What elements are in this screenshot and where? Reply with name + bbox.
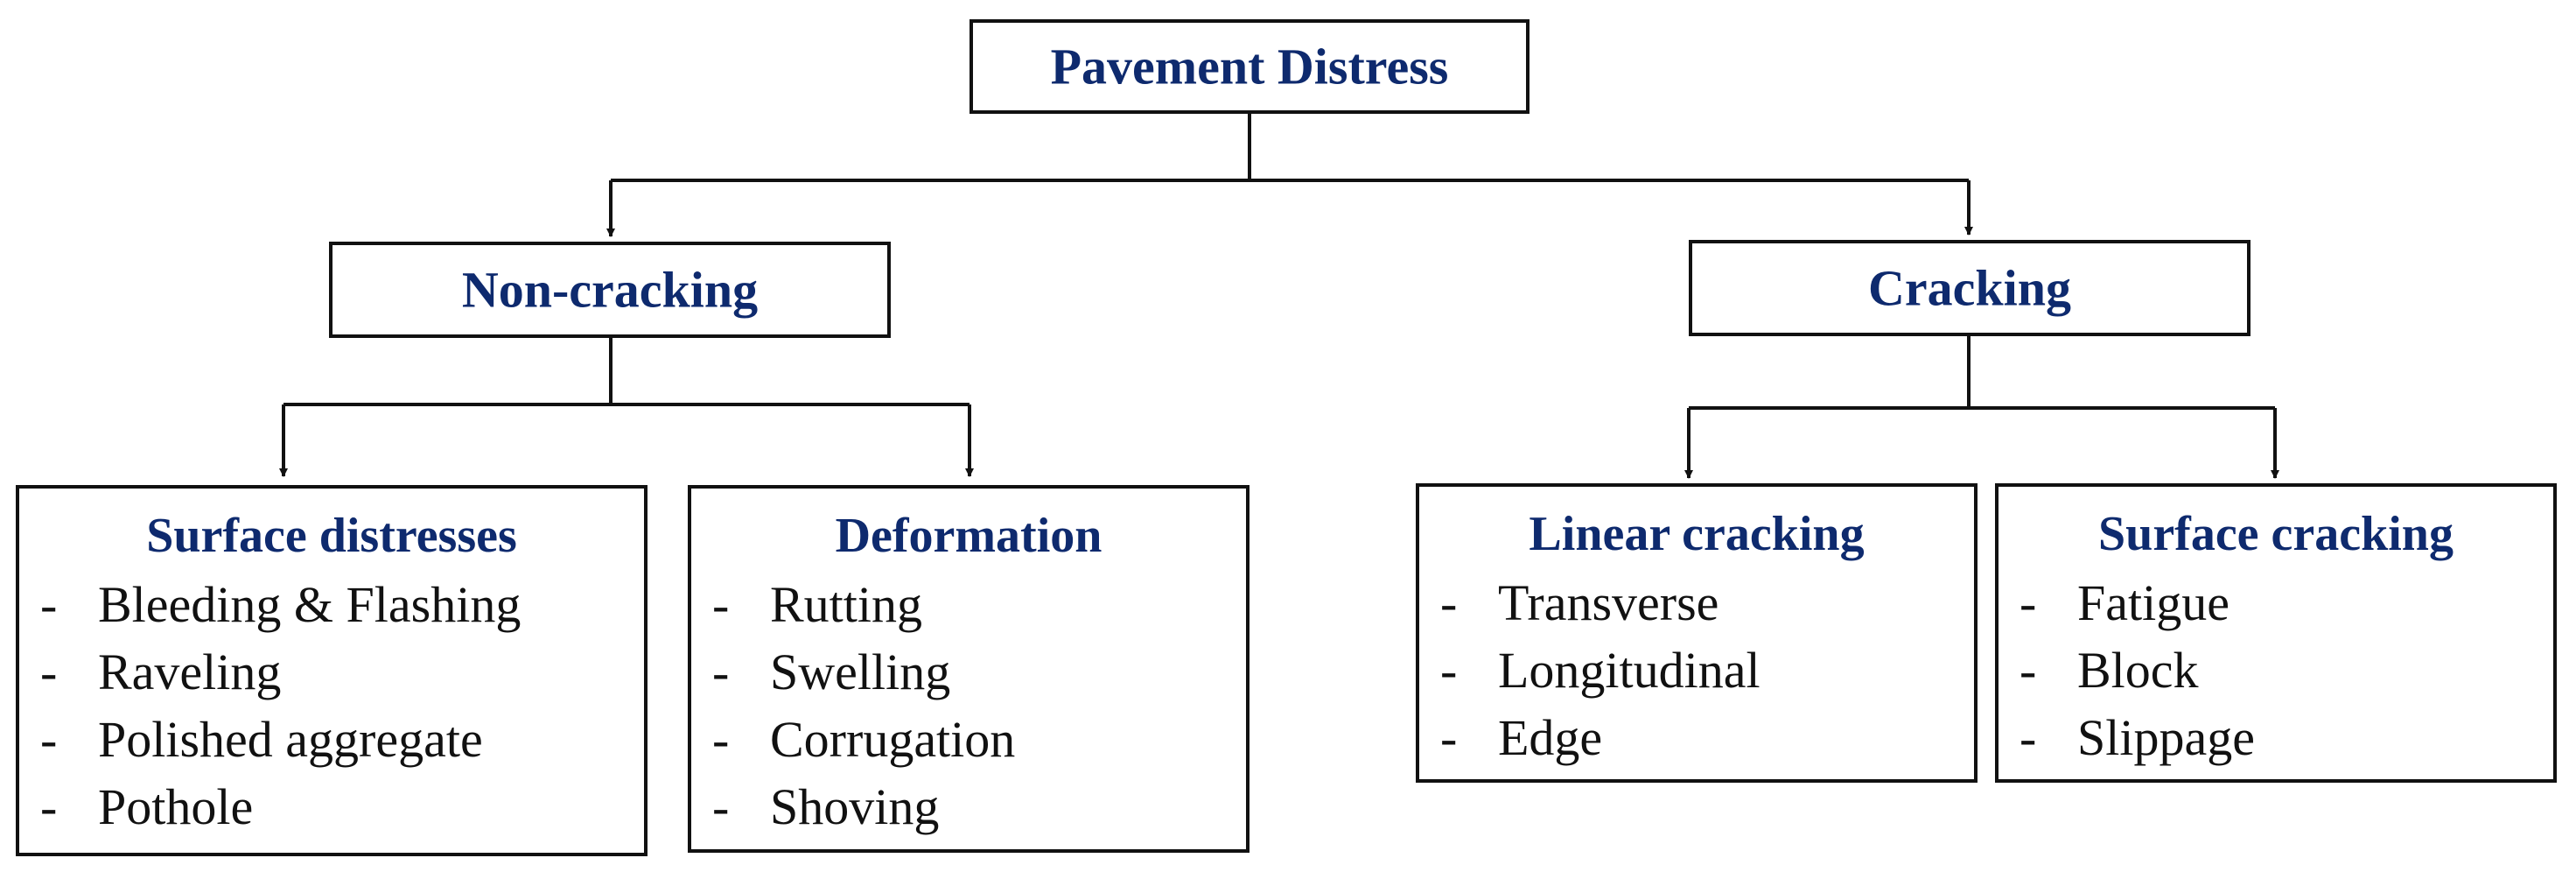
list-item-label: Slippage [2077,709,2255,766]
root-title: Pavement Distress [1050,38,1449,95]
leaf-node-surface-cracking: Surface cracking -Fatigue -Block -Slippa… [1995,483,2557,783]
leaf-title-surface-distresses: Surface distresses [146,509,517,563]
bullet-dash: - [712,711,730,768]
list-item-label: Shoving [770,778,940,835]
bullet-dash: - [40,711,58,768]
list-item-label: Polished aggregate [98,711,483,768]
list-item: -Pothole [19,773,644,840]
bullet-dash: - [1440,709,1458,766]
branch-node-non-cracking: Non-cracking [329,242,891,338]
list-item: -Raveling [19,638,644,706]
bullet-dash: - [2020,574,2037,631]
list-item-label: Block [2077,642,2199,699]
leaf-node-linear-cracking: Linear cracking -Transverse -Longitudina… [1416,483,1978,783]
list-item: -Corrugation [691,706,1246,773]
list-item-label: Longitudinal [1498,642,1760,699]
leaf-title-surface-cracking: Surface cracking [2098,507,2454,561]
bullet-dash: - [1440,642,1458,699]
bullet-dash: - [1440,574,1458,631]
list-item: -Transverse [1419,569,1974,636]
list-item: -Longitudinal [1419,636,1974,704]
branch-title-non-cracking: Non-cracking [461,261,759,319]
leaf-title-linear-cracking: Linear cracking [1529,507,1865,561]
branch-title-cracking: Cracking [1868,259,2071,317]
list-item-label: Bleeding & Flashing [98,576,522,633]
leaf-list-surface-distresses: -Bleeding & Flashing -Raveling -Polished… [19,571,644,840]
root-node: Pavement Distress [970,19,1530,114]
list-item: -Block [1998,636,2553,704]
list-item-label: Corrugation [770,711,1016,768]
leaf-list-surface-cracking: -Fatigue -Block -Slippage [1998,569,2553,771]
bullet-dash: - [40,778,58,835]
leaf-list-linear-cracking: -Transverse -Longitudinal -Edge [1419,569,1974,771]
list-item: -Shoving [691,773,1246,840]
list-item: -Fatigue [1998,569,2553,636]
leaf-title-deformation: Deformation [835,509,1102,563]
list-item: -Swelling [691,638,1246,706]
bullet-dash: - [712,643,730,700]
bullet-dash: - [2020,709,2037,766]
list-item-label: Rutting [770,576,923,633]
bullet-dash: - [40,576,58,633]
list-item-label: Fatigue [2077,574,2230,631]
bullet-dash: - [712,576,730,633]
list-item-label: Transverse [1498,574,1719,631]
list-item: -Polished aggregate [19,706,644,773]
bullet-dash: - [2020,642,2037,699]
leaf-node-deformation: Deformation -Rutting -Swelling -Corrugat… [688,485,1250,853]
bullet-dash: - [40,643,58,700]
list-item: -Rutting [691,571,1246,638]
list-item-label: Swelling [770,643,951,700]
list-item: -Slippage [1998,704,2553,771]
list-item: -Bleeding & Flashing [19,571,644,638]
list-item-label: Raveling [98,643,282,700]
list-item-label: Pothole [98,778,254,835]
list-item: -Edge [1419,704,1974,771]
bullet-dash: - [712,778,730,835]
leaf-list-deformation: -Rutting -Swelling -Corrugation -Shoving [691,571,1246,840]
list-item-label: Edge [1498,709,1603,766]
branch-node-cracking: Cracking [1689,240,2250,336]
leaf-node-surface-distresses: Surface distresses -Bleeding & Flashing … [16,485,648,856]
